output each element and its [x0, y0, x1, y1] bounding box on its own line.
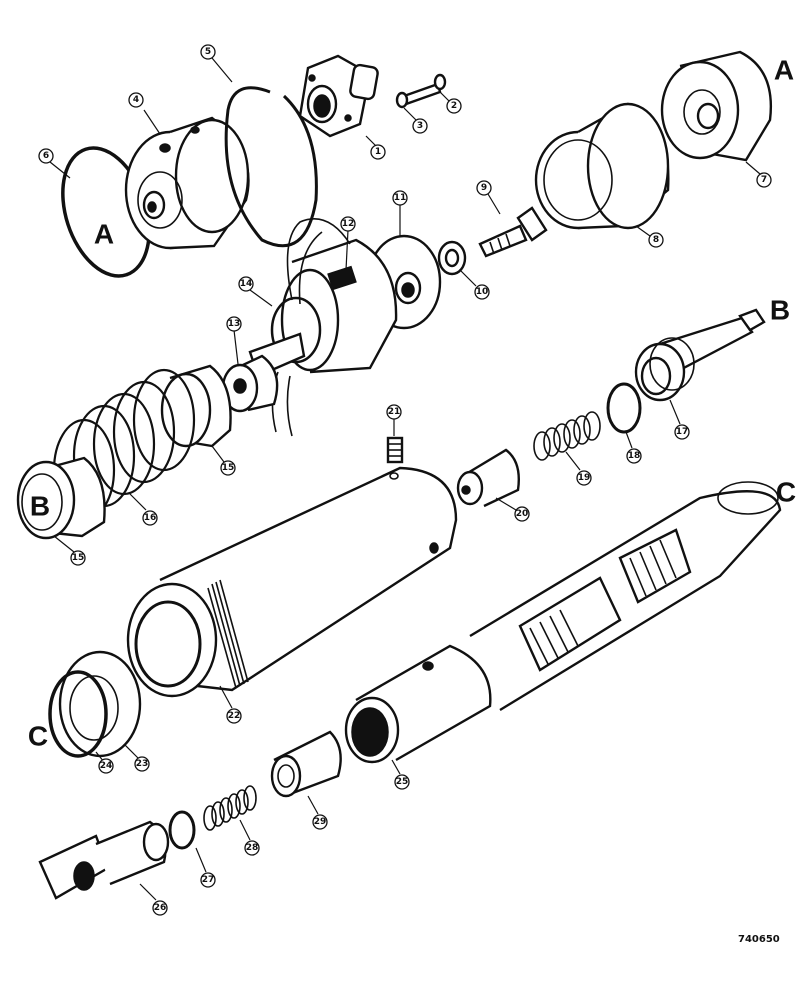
svg-text:9: 9: [481, 183, 487, 193]
screw-part-9: [478, 206, 548, 258]
drawing-number: 740650: [738, 934, 780, 945]
cylinder-body-part-22: [126, 466, 458, 698]
connection-letter-a-left: A: [94, 219, 114, 250]
callout-15-lower: 15: [53, 535, 86, 566]
svg-text:15: 15: [222, 463, 235, 473]
end-cap-part-4: [124, 116, 250, 250]
connection-letter-c-left: C: [28, 721, 48, 752]
solenoid-assembly-part-12-14: [248, 218, 398, 437]
svg-text:4: 4: [133, 95, 139, 105]
o-ring-part-27: [168, 810, 196, 850]
clevis-part-26: [38, 820, 170, 900]
fitting-part-17: [634, 308, 766, 402]
svg-text:16: 16: [144, 513, 157, 523]
cap-part-7: [660, 50, 772, 162]
callout-7: 7: [745, 161, 772, 188]
callout-2: 2: [439, 91, 462, 114]
callout-24: 24: [95, 751, 114, 774]
callout-27: 27: [195, 847, 216, 888]
svg-text:28: 28: [246, 843, 259, 853]
svg-text:11: 11: [394, 193, 407, 203]
svg-text:14: 14: [240, 279, 253, 289]
svg-text:7: 7: [761, 175, 767, 185]
callout-28: 28: [239, 819, 260, 856]
callout-8: 8: [635, 225, 664, 248]
setscrew-part-21: [386, 436, 404, 464]
callout-4: 4: [128, 92, 161, 135]
svg-text:27: 27: [202, 875, 215, 885]
callout-10: 10: [459, 269, 490, 300]
callout-25: 25: [391, 759, 410, 790]
callout-23: 23: [123, 743, 150, 772]
callout-29: 29: [307, 795, 328, 830]
svg-text:13: 13: [228, 319, 241, 329]
callout-20-upper: 20: [495, 497, 530, 522]
svg-text:12: 12: [342, 219, 355, 229]
callout-17: 17: [669, 399, 690, 440]
svg-text:15: 15: [72, 553, 85, 563]
spring-seat-part-15-upper: [160, 364, 232, 448]
callout-26: 26: [139, 883, 168, 916]
connection-letter-a-right: A: [774, 55, 794, 86]
poppet-part-20-upper: [456, 448, 520, 508]
svg-text:18: 18: [628, 451, 641, 461]
callout-18: 18: [625, 431, 642, 464]
callout-6: 6: [38, 148, 71, 179]
svg-text:24: 24: [100, 761, 113, 771]
svg-text:25: 25: [396, 777, 409, 787]
flange-fitting-part-1: [298, 54, 379, 138]
sleeve-part-25: [344, 644, 492, 764]
connection-letter-b-left: B: [30, 491, 50, 522]
svg-text:23: 23: [136, 759, 149, 769]
callout-19: 19: [565, 451, 592, 486]
svg-text:29: 29: [314, 817, 327, 827]
spring-part-19: [533, 411, 601, 461]
svg-text:17: 17: [676, 427, 689, 437]
svg-text:3: 3: [417, 121, 423, 131]
callout-12: 12: [340, 216, 356, 271]
callout-3: 3: [403, 107, 428, 134]
connection-letter-b-right: B: [770, 295, 790, 326]
connection-letter-c-right: C: [776, 477, 796, 508]
o-ring-part-18: [606, 382, 642, 434]
svg-text:2: 2: [451, 101, 457, 111]
washer-part-3: [395, 91, 409, 109]
callout-11: 11: [392, 190, 408, 236]
svg-text:10: 10: [476, 287, 489, 297]
spool-assembly: [469, 481, 782, 712]
callout-14: 14: [238, 276, 273, 307]
svg-text:21: 21: [388, 407, 401, 417]
spacer-part-13: [221, 354, 279, 413]
poppet-part-20-lower: [270, 730, 342, 798]
callout-5: 5: [200, 44, 233, 83]
callout-16: 16: [129, 493, 158, 526]
callout-15-upper: 15: [211, 445, 236, 476]
svg-text:6: 6: [43, 151, 49, 161]
spring-part-28: [203, 785, 257, 831]
svg-text:5: 5: [205, 47, 211, 57]
callout-9: 9: [476, 180, 501, 215]
callout-22: 22: [219, 685, 242, 724]
svg-text:19: 19: [578, 473, 591, 483]
svg-text:22: 22: [228, 711, 241, 721]
spring-seat-part-15-lower: [16, 456, 106, 540]
bolt-part-2: [402, 73, 447, 106]
sleeve-part-8: [534, 102, 670, 230]
washer-part-23: [58, 650, 142, 758]
callout-1: 1: [365, 135, 386, 160]
svg-text:20: 20: [516, 509, 529, 519]
snap-ring-part-5: [224, 86, 318, 248]
callout-21: 21: [386, 404, 402, 436]
callout-13: 13: [226, 316, 242, 365]
bushing-part-10: [437, 240, 467, 276]
svg-text:26: 26: [154, 903, 167, 913]
svg-text:8: 8: [653, 235, 659, 245]
o-ring-part-24: [48, 670, 108, 758]
svg-text:1: 1: [375, 147, 381, 157]
